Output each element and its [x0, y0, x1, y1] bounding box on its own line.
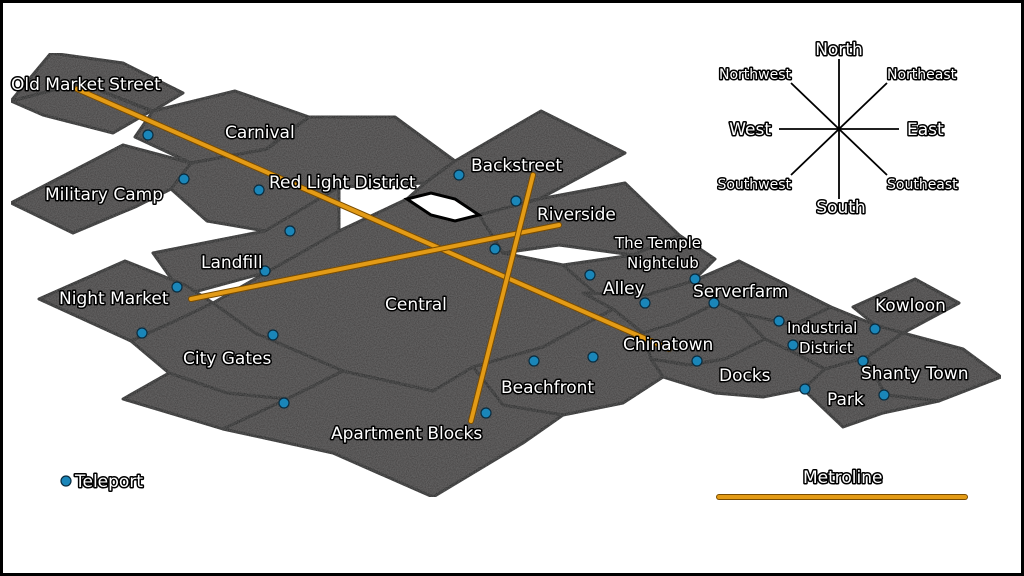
- teleport-marker[interactable]: [691, 355, 703, 367]
- teleport-marker[interactable]: [136, 327, 148, 339]
- compass-southwest: Southwest: [717, 177, 791, 193]
- teleport-marker[interactable]: [142, 129, 154, 141]
- city-map: Old Market Street Carnival Military Camp…: [9, 39, 1003, 500]
- compass-east: East: [907, 120, 944, 140]
- teleport-marker[interactable]: [510, 195, 522, 207]
- label-nightclub: Nightclub: [627, 254, 699, 272]
- compass-south: South: [816, 198, 865, 218]
- teleport-marker[interactable]: [278, 397, 290, 409]
- teleport-marker[interactable]: [528, 355, 540, 367]
- teleport-marker[interactable]: [178, 173, 190, 185]
- label-night-market: Night Market: [59, 289, 169, 309]
- teleport-marker[interactable]: [857, 355, 869, 367]
- teleport-marker[interactable]: [708, 297, 720, 309]
- teleport-marker[interactable]: [584, 269, 596, 281]
- map-legend: Teleport Metroline: [60, 467, 968, 500]
- teleport-marker[interactable]: [639, 297, 651, 309]
- label-military-camp: Military Camp: [45, 185, 163, 205]
- metroline-night-market-riverside: [189, 223, 561, 301]
- compass-north: North: [815, 40, 863, 60]
- label-backstreet: Backstreet: [471, 156, 562, 176]
- teleport-marker[interactable]: [453, 169, 465, 181]
- map-gap: [403, 191, 483, 223]
- legend-teleport-icon: [60, 475, 72, 487]
- teleport-marker[interactable]: [787, 339, 799, 351]
- label-riverside: Riverside: [537, 205, 616, 225]
- teleport-marker[interactable]: [799, 383, 811, 395]
- label-park: Park: [827, 390, 864, 410]
- teleport-marker[interactable]: [489, 243, 501, 255]
- label-serverfarm: Serverfarm: [693, 282, 788, 302]
- district-old-market-tail[interactable]: [9, 81, 153, 135]
- legend-teleport-label: Teleport: [74, 472, 143, 492]
- compass-northwest: Northwest: [719, 67, 792, 83]
- teleport-marker[interactable]: [878, 389, 890, 401]
- label-apartment-blocks: Apartment Blocks: [331, 424, 482, 444]
- teleport-marker[interactable]: [773, 315, 785, 327]
- label-chinatown: Chinatown: [623, 335, 713, 355]
- teleport-marker[interactable]: [284, 225, 296, 237]
- compass-northeast: Northeast: [887, 67, 957, 83]
- teleport-marker[interactable]: [480, 407, 492, 419]
- district-park[interactable]: [801, 355, 941, 429]
- district-city-gates-south[interactable]: [121, 371, 289, 431]
- teleport-marker[interactable]: [253, 184, 265, 196]
- label-red-light-district: Red Light District: [269, 173, 416, 193]
- compass-southeast: Southeast: [887, 177, 958, 193]
- label-old-market-street: Old Market Street: [11, 75, 161, 95]
- label-shanty-town: Shanty Town: [861, 364, 968, 384]
- teleport-marker[interactable]: [259, 265, 271, 277]
- compass-west: West: [729, 120, 771, 140]
- teleport-marker[interactable]: [689, 273, 701, 285]
- teleport-marker[interactable]: [587, 351, 599, 363]
- label-district: District: [799, 339, 853, 357]
- label-docks: Docks: [719, 366, 771, 386]
- metrolines: [74, 86, 672, 424]
- label-alley: Alley: [603, 279, 645, 299]
- metroline-backstreet-apartment: [469, 173, 535, 423]
- teleport-marker[interactable]: [171, 281, 183, 293]
- label-beachfront: Beachfront: [501, 378, 594, 398]
- metroline-old-market-chinatown: [75, 87, 671, 351]
- label-carnival: Carnival: [225, 123, 295, 143]
- label-kowloon: Kowloon: [875, 296, 946, 316]
- label-central: Central: [385, 295, 447, 315]
- teleport-marker[interactable]: [869, 323, 881, 335]
- label-city-gates: City Gates: [183, 349, 271, 369]
- label-the-temple: The Temple: [614, 234, 701, 252]
- compass-rose: North Northeast East Southeast South Sou…: [716, 39, 960, 220]
- label-landfill: Landfill: [201, 253, 263, 273]
- teleport-marker[interactable]: [267, 329, 279, 341]
- legend-metroline-label: Metroline: [803, 468, 883, 488]
- label-industrial: Industrial: [787, 319, 857, 337]
